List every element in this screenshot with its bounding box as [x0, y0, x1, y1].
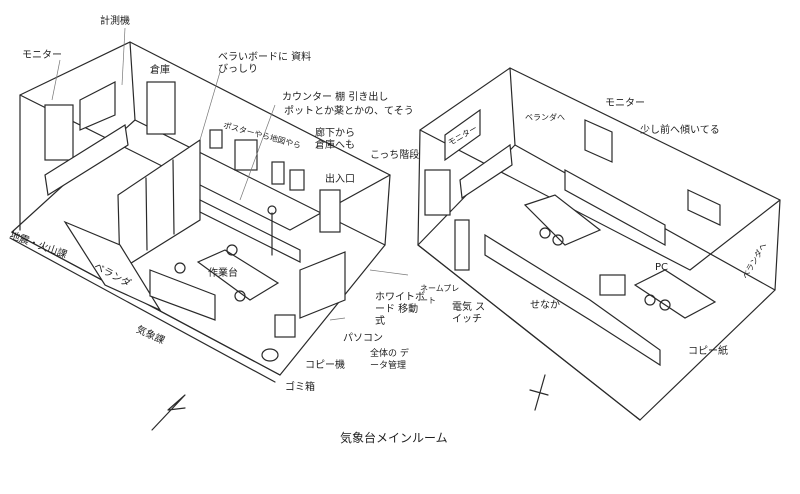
- label-whiteboard: ホワイトボード 移動式: [375, 292, 425, 327]
- label-pc: パソコン: [343, 333, 383, 344]
- page-title: 気象台メインルーム: [340, 431, 448, 445]
- label-board: ベラいボードに 資料びっしり: [218, 52, 312, 75]
- page-mark-5: [529, 374, 549, 411]
- label-copier: コピー機: [305, 360, 345, 371]
- right-room-sketch: [417, 67, 781, 421]
- label-back: せなか: [530, 300, 560, 311]
- label-light-switch: 電気 スイッチ: [452, 302, 486, 325]
- label-counter: カウンター 棚 引き出し: [282, 92, 389, 103]
- label-pc-right: PC: [655, 262, 669, 273]
- label-pc-note: 全体の データ管理: [370, 349, 409, 371]
- label-storage: 倉庫: [150, 65, 170, 76]
- label-monitor: モニター: [605, 98, 645, 109]
- label-measuring-device: 計測機: [100, 16, 130, 27]
- label-monitor-note: 少し前へ傾いてる: [640, 125, 720, 136]
- label-monitor: モニター: [22, 50, 62, 61]
- left-room-sketch: [9, 41, 391, 383]
- label-trash: ゴミ箱: [285, 382, 315, 393]
- label-copy-paper: コピー紙: [688, 346, 728, 357]
- label-counter-note: ポットとか薬とかの、てそう: [284, 106, 414, 117]
- label-to-veranda-1: ベランダへ: [525, 113, 565, 122]
- label-hallway: 廊下から 倉庫へも: [315, 128, 355, 151]
- page-mark-4: [151, 394, 186, 431]
- label-nameplate: ネームプレート: [420, 284, 460, 305]
- label-entrance: 出入口: [325, 174, 355, 185]
- label-stairs: こっち階段: [370, 150, 420, 161]
- label-worktable: 作業台: [208, 268, 238, 279]
- leader-lines: [51, 27, 409, 321]
